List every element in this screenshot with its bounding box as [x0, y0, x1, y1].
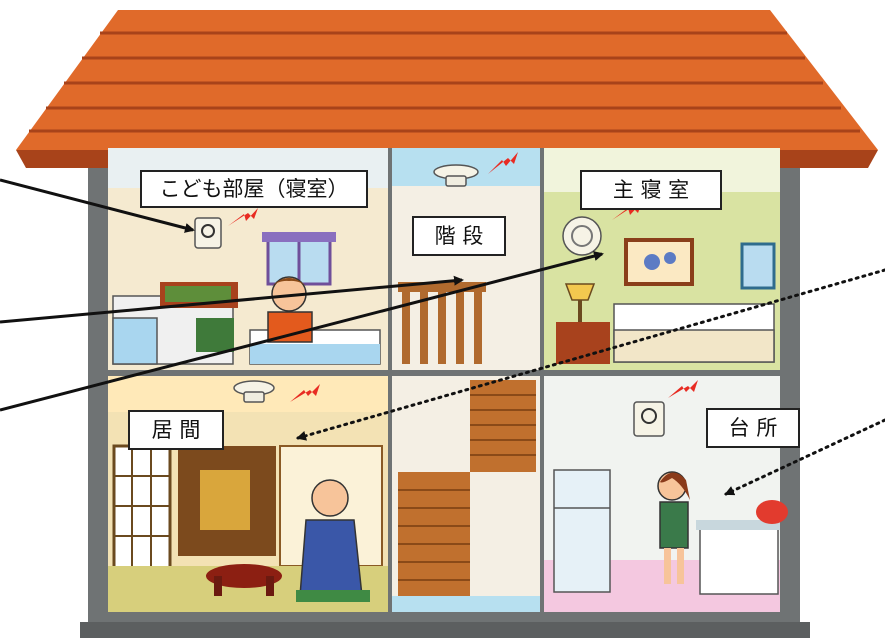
red-arrow-icon	[290, 384, 320, 402]
roof	[16, 10, 878, 168]
pointer-kitchen	[724, 418, 885, 496]
pointer-kids-room	[0, 178, 195, 233]
living-room	[108, 376, 388, 612]
red-arrow-icon	[228, 208, 258, 226]
stairs-upper	[392, 148, 540, 370]
smoke-detector-icon	[433, 164, 479, 187]
red-arrow-icon	[612, 202, 642, 220]
heat-detector-icon	[633, 401, 665, 437]
smoke-detector-icon	[562, 216, 602, 256]
red-arrow-icon	[668, 380, 698, 398]
label-living-room: 居 間	[128, 410, 224, 450]
pointer-master-bedroom	[0, 251, 604, 412]
pointer-stairs	[0, 275, 464, 324]
pointer-lines	[0, 178, 885, 496]
label-kitchen: 台 所	[706, 408, 800, 448]
label-stairs: 階 段	[412, 216, 506, 256]
label-kids-room: こども部屋（寝室）	[140, 170, 368, 208]
label-master-bedroom: 主 寝 室	[580, 170, 722, 210]
smoke-detector-icon	[233, 380, 275, 403]
stairs-lower	[392, 376, 540, 612]
heat-detector-icon	[194, 217, 222, 249]
